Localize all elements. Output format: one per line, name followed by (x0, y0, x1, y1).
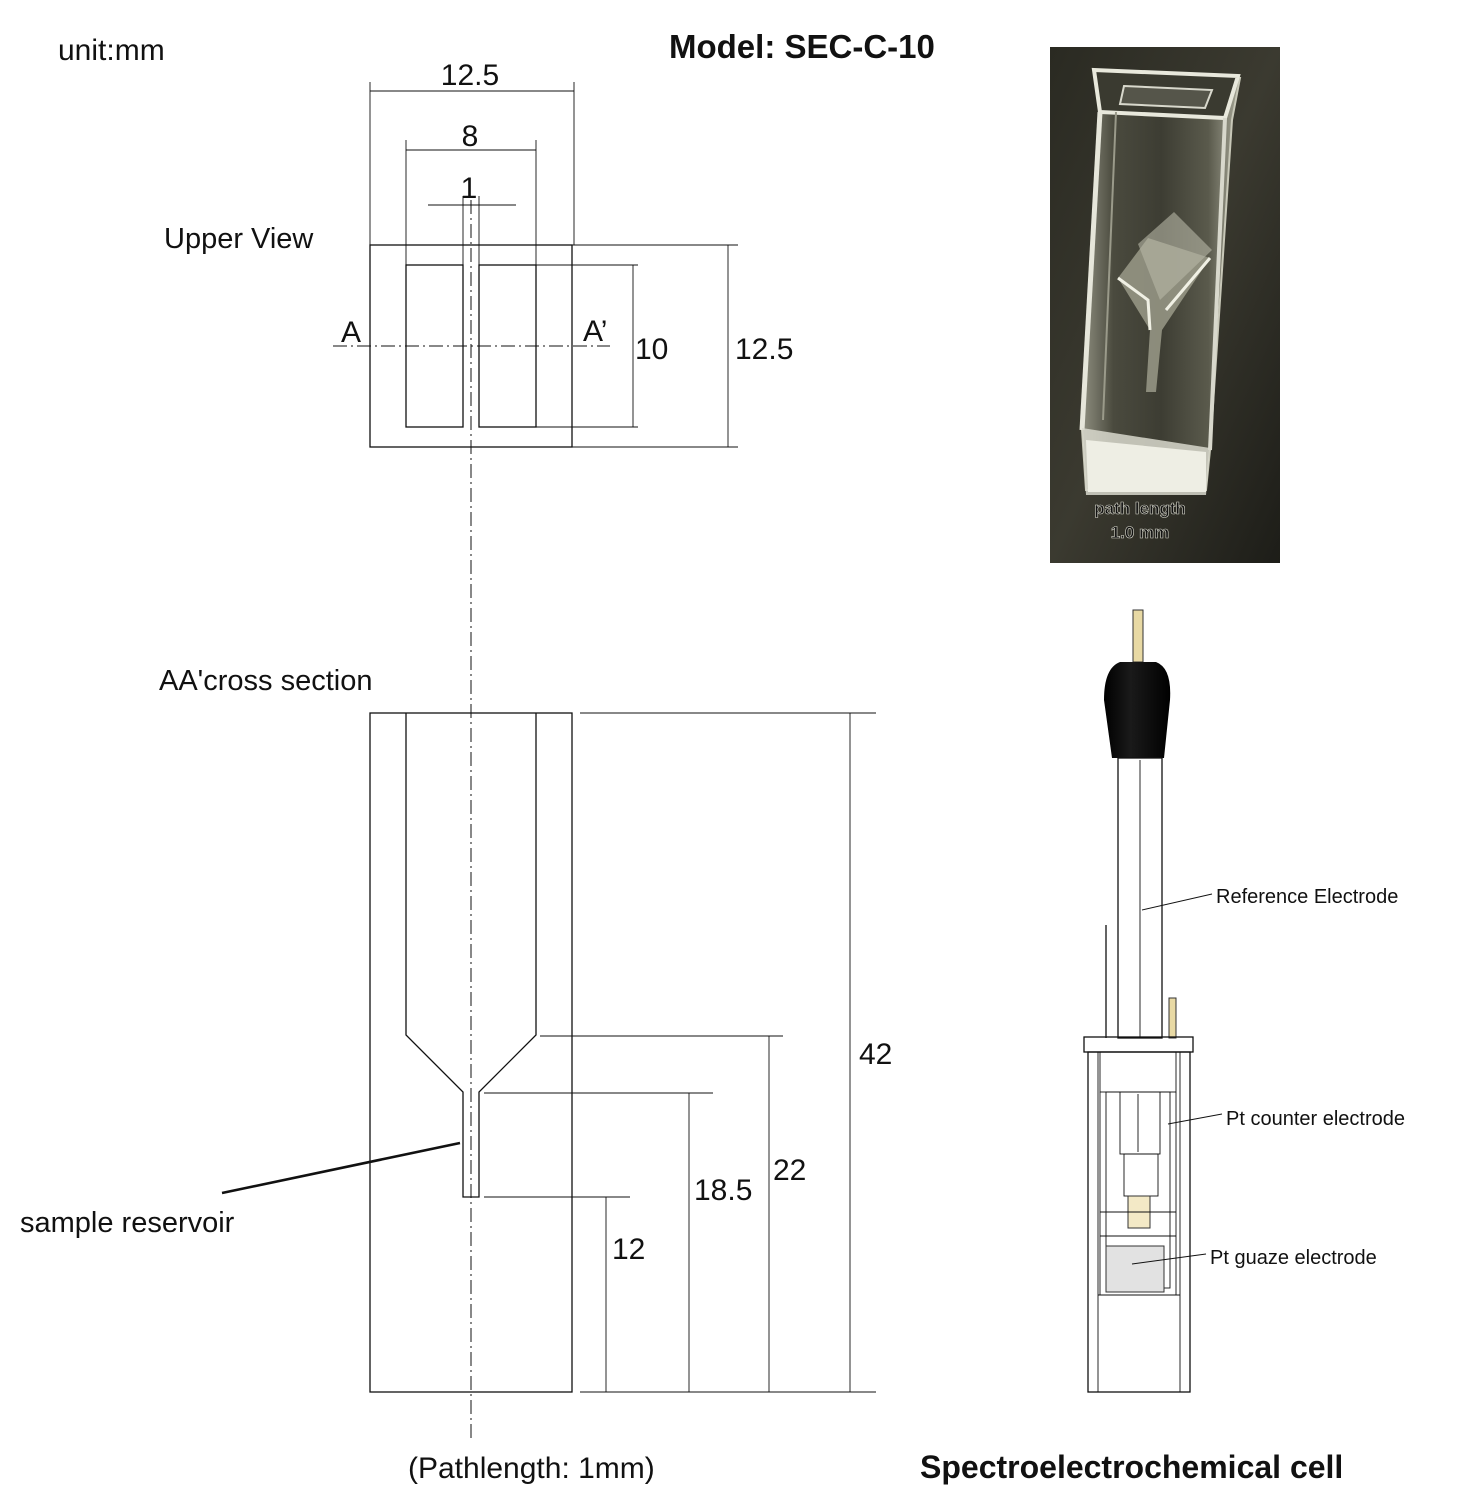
dim-upper-width-inner: 8 (462, 120, 479, 153)
dim-upper-height-outer: 12.5 (735, 333, 793, 366)
pathlength-note: (Pathlength: 1mm) (408, 1452, 655, 1485)
dim-cross-total: 42 (859, 1038, 892, 1071)
model-title: Model: SEC-C-10 (669, 28, 935, 65)
dim-cross-reservoir-bottom: 12 (612, 1233, 645, 1266)
sample-reservoir-label: sample reservoir (20, 1207, 235, 1239)
cuvette-photo: path length 1.0 mm (1050, 47, 1280, 563)
cross-outer-body (369, 712, 573, 1393)
cell-diagram: Reference Electrode Pt counter electrode… (920, 609, 1405, 1485)
cell-lid (1083, 1036, 1194, 1053)
dim-upper-width-outer: 12.5 (441, 59, 499, 92)
upper-view: Upper View 12.5 8 1 10 12.5 A (164, 59, 793, 448)
cell-diagram-title: Spectroelectrochemical cell (920, 1449, 1343, 1485)
unit-label: unit:mm (58, 34, 165, 67)
dim-cross-funnel-top: 22 (773, 1154, 806, 1187)
section-label-a: A (341, 316, 361, 349)
dim-upper-gap: 1 (461, 172, 478, 205)
gauze-electrode-mesh (1105, 1245, 1165, 1293)
label-gauze-electrode: Pt guaze electrode (1210, 1247, 1377, 1269)
photo-caption-line2: 1.0 mm (1111, 523, 1170, 542)
cross-section-title: AA'cross section (159, 665, 372, 697)
sample-reservoir-leader (221, 1141, 461, 1195)
dim-upper-height-inner: 10 (635, 333, 668, 366)
counter-pin (1168, 997, 1177, 1039)
reference-cap (1104, 662, 1171, 758)
upper-view-title: Upper View (164, 223, 314, 255)
label-counter-electrode: Pt counter electrode (1226, 1108, 1405, 1130)
section-label-a-prime: A’ (583, 315, 607, 348)
cross-inner-cavity (405, 713, 537, 1198)
reference-pin (1132, 609, 1144, 663)
label-reference-electrode: Reference Electrode (1216, 886, 1398, 908)
cross-section-view: AA'cross section 42 22 18.5 12 sample re… (20, 665, 892, 1485)
dim-cross-funnel-bottom: 18.5 (694, 1174, 752, 1207)
photo-caption-line1: path length (1094, 499, 1186, 518)
